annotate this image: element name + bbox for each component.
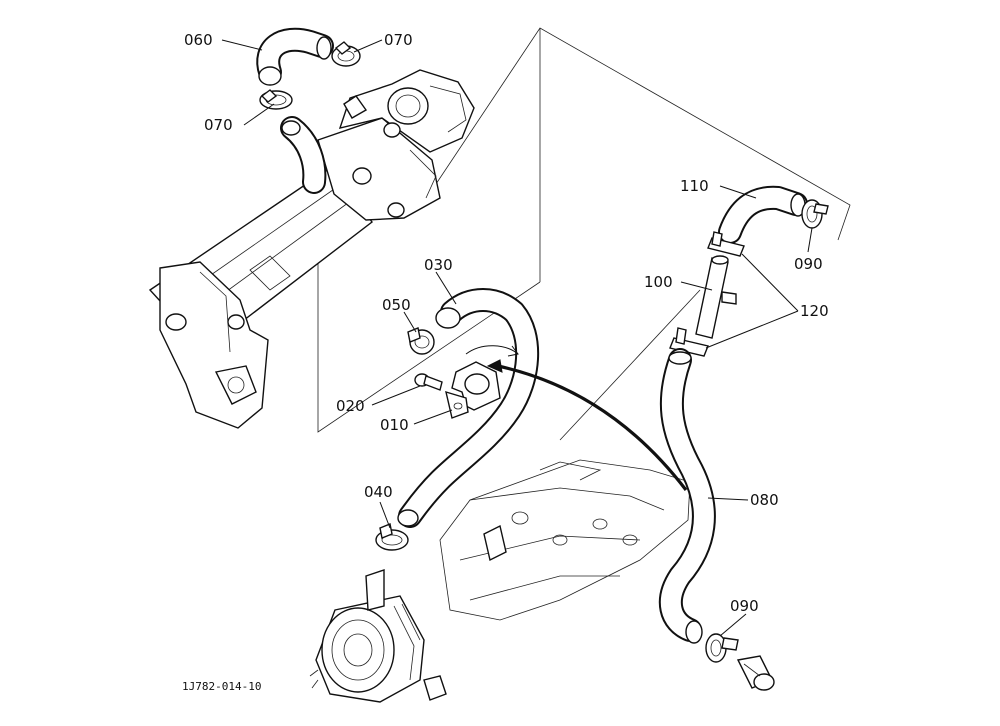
- clamp-090-upper: [801, 199, 829, 229]
- leader-lines: [221, 39, 813, 637]
- callout-090-lower: 090: [730, 597, 759, 615]
- clamp-120-upper: [707, 231, 745, 257]
- callout-110: 110: [680, 177, 709, 195]
- clamp-070-lower: [259, 89, 293, 110]
- oil-cooler: [309, 569, 447, 703]
- clamp-040: [375, 523, 409, 551]
- clamp-050: [407, 327, 435, 355]
- callout-070-upper: 070: [384, 31, 413, 49]
- callout-020: 020: [336, 397, 365, 415]
- phantom-frame: [317, 27, 851, 441]
- hose-060: [256, 27, 334, 86]
- bracket-010: [445, 361, 501, 419]
- callout-030: 030: [424, 256, 453, 274]
- callout-120: 120: [800, 302, 829, 320]
- callout-050: 050: [382, 296, 411, 314]
- hose-small-cooler: [280, 116, 327, 194]
- clamp-120-lower: [669, 327, 709, 357]
- pipe-100: [695, 255, 737, 339]
- fitting-lower: [736, 655, 775, 691]
- callout-070-lower: 070: [204, 116, 233, 134]
- rotation-arrow-small: [465, 345, 519, 357]
- callout-040: 040: [364, 483, 393, 501]
- hose-030: [397, 288, 540, 528]
- clamp-090-lower: [705, 633, 739, 663]
- clamp-070-upper: [331, 41, 361, 67]
- callout-labels: 060 070 070 110 090 100 120 030 050 020 …: [182, 31, 829, 693]
- engine-block-outline: [439, 459, 691, 621]
- callout-080: 080: [750, 491, 779, 509]
- callout-010: 010: [380, 416, 409, 434]
- egr-cooler-assembly: [148, 69, 475, 429]
- callout-060: 060: [184, 31, 213, 49]
- callout-100: 100: [644, 273, 673, 291]
- bolt-020: [414, 373, 443, 391]
- figure-code: 1J782-014-10: [182, 680, 261, 693]
- hose-110: [718, 185, 808, 244]
- callout-090-upper: 090: [794, 255, 823, 273]
- assembly-arrow: [486, 359, 688, 491]
- hose-080: [659, 348, 716, 644]
